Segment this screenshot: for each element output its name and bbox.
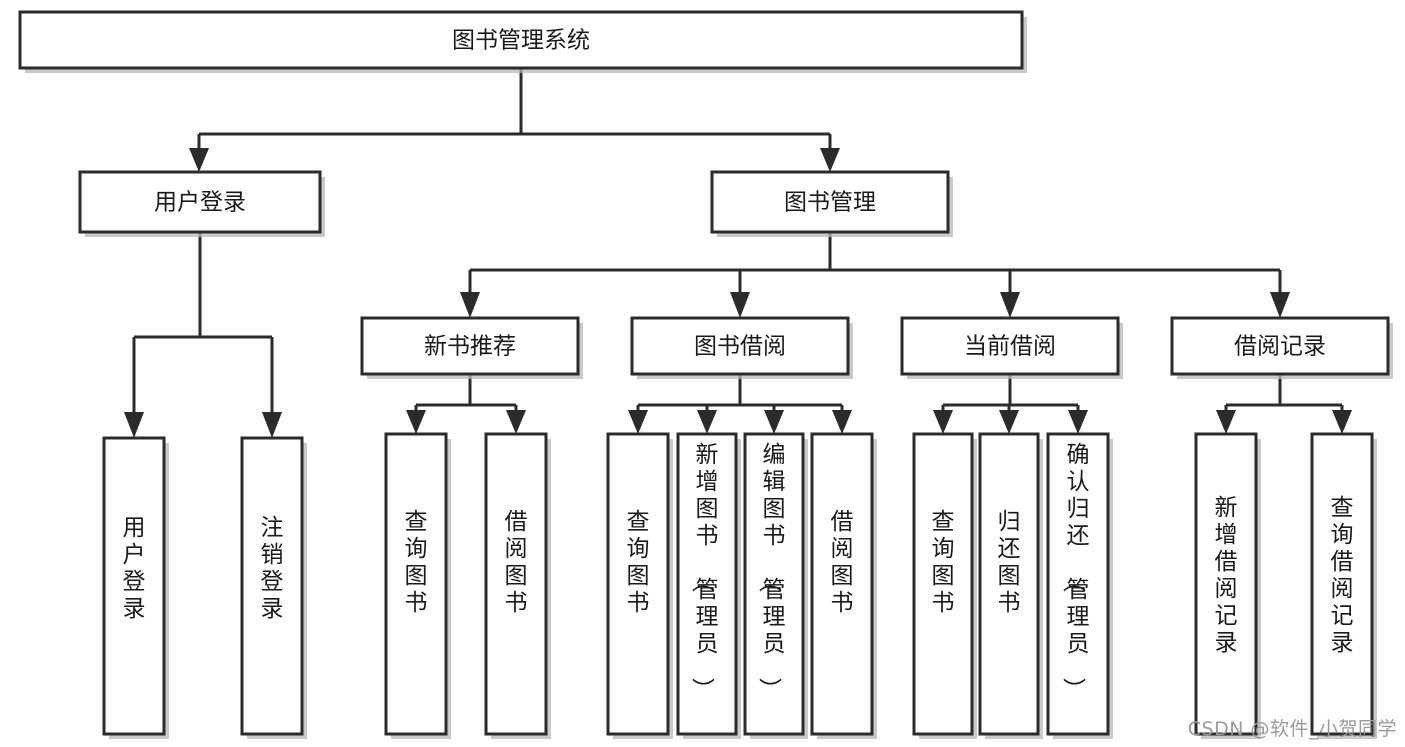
- leaf-node-add-book-admin[interactable]: 新增图书（管理员）: [676, 432, 741, 739]
- arrow-to-new-book-rec: [460, 292, 480, 318]
- leaf-node-borrow-book[interactable]: 借阅图书: [810, 432, 877, 739]
- leaf-query-book-current-box[interactable]: [912, 432, 974, 736]
- leaf-node-add-borrow-record[interactable]: 新增借阅记录: [1194, 432, 1261, 739]
- arrow-newbook-leaf-1: [406, 410, 426, 434]
- leaf-user-login-box[interactable]: [102, 436, 166, 736]
- arrow-record-leaf-2: [1332, 410, 1352, 434]
- leaf-query-book-current-label: 查询图书: [932, 509, 955, 616]
- user-login-label: 用户登录: [154, 190, 246, 216]
- leaf-edit-book-admin-label: 编辑图书（管理员）: [757, 442, 786, 701]
- borrow-record-box[interactable]: [1170, 316, 1390, 376]
- leaf-node-query-book-borrow[interactable]: 查询图书: [606, 432, 673, 739]
- leaf-node-logout[interactable]: 注销登录: [240, 436, 307, 739]
- leaf-borrow-book-rec-box[interactable]: [484, 432, 548, 736]
- leaf-node-edit-book-admin[interactable]: 编辑图书（管理员）: [743, 432, 808, 739]
- current-borrow-box[interactable]: [900, 316, 1120, 376]
- arrow-to-borrow-record: [1270, 292, 1290, 318]
- arrow-to-current-borrow: [1000, 292, 1020, 318]
- leaf-logout-label: 注销登录: [261, 515, 284, 622]
- leaf-query-borrow-record-label: 查询借阅记录: [1331, 495, 1354, 656]
- leaf-node-return-book[interactable]: 归还图书: [978, 432, 1043, 739]
- arrow-to-leaf-user-login: [124, 412, 144, 438]
- node-book-management[interactable]: 图书管理: [710, 170, 953, 237]
- connector-layer: [124, 68, 1352, 438]
- leaf-node-query-borrow-record[interactable]: 查询借阅记录: [1310, 432, 1377, 739]
- node-root-system[interactable]: 图书管理系统: [18, 10, 1027, 73]
- new-book-recommend-label: 新书推荐: [424, 334, 516, 360]
- current-borrow-label: 当前借阅: [964, 334, 1056, 360]
- root-box[interactable]: [18, 10, 1024, 70]
- leaf-query-book-borrow-label: 查询图书: [627, 509, 650, 616]
- leaf-node-confirm-return-admin[interactable]: 确认归还（管理员）: [1046, 432, 1113, 739]
- node-current-borrow[interactable]: 当前借阅: [900, 316, 1123, 379]
- node-new-book-recommend[interactable]: 新书推荐: [360, 316, 583, 379]
- leaf-add-book-admin-box[interactable]: [676, 432, 738, 736]
- leaf-query-book-rec-label: 查询图书: [405, 509, 428, 616]
- leaf-node-query-book-current[interactable]: 查询图书: [912, 432, 977, 739]
- book-borrow-label: 图书借阅: [694, 334, 786, 360]
- leaf-query-book-borrow-box[interactable]: [606, 432, 670, 736]
- leaf-borrow-book-label: 借阅图书: [831, 509, 854, 616]
- arrow-current-leaf-1: [933, 410, 953, 434]
- leaf-borrow-book-box[interactable]: [810, 432, 874, 736]
- arrow-borrow-leaf-4: [832, 410, 852, 434]
- leaf-add-borrow-record-label: 新增借阅记录: [1215, 495, 1238, 656]
- leaf-add-borrow-record-box[interactable]: [1194, 432, 1258, 736]
- leaf-borrow-book-rec-label: 借阅图书: [505, 509, 528, 616]
- root-label: 图书管理系统: [452, 28, 590, 54]
- borrow-record-label: 借阅记录: [1234, 334, 1326, 360]
- leaf-confirm-return-admin-box[interactable]: [1046, 432, 1110, 736]
- arrow-newbook-leaf-2: [506, 410, 526, 434]
- arrow-to-leaf-logout: [262, 412, 282, 438]
- node-book-borrow[interactable]: 图书借阅: [630, 316, 853, 379]
- arrow-borrow-leaf-3: [764, 410, 784, 434]
- leaf-return-book-label: 归还图书: [998, 509, 1021, 616]
- book-borrow-box[interactable]: [630, 316, 850, 376]
- leaf-logout-box[interactable]: [240, 436, 304, 736]
- new-book-recommend-box[interactable]: [360, 316, 580, 376]
- leaf-confirm-return-admin-label: 确认归还（管理员）: [1061, 442, 1090, 701]
- arrow-to-user-login: [189, 148, 209, 172]
- node-borrow-record[interactable]: 借阅记录: [1170, 316, 1393, 379]
- arrow-borrow-leaf-1: [628, 410, 648, 434]
- arrow-current-leaf-3: [1068, 410, 1088, 434]
- user-login-box[interactable]: [78, 170, 322, 234]
- leaf-edit-book-admin-box[interactable]: [743, 432, 805, 736]
- arrow-borrow-leaf-2: [697, 410, 717, 434]
- book-management-label: 图书管理: [784, 190, 876, 216]
- arrow-record-leaf-1: [1216, 410, 1236, 434]
- book-management-box[interactable]: [710, 170, 950, 234]
- leaf-node-query-book-rec[interactable]: 查询图书: [384, 432, 451, 739]
- leaf-user-login-label: 用户登录: [123, 515, 146, 622]
- leaf-node-user-login[interactable]: 用户登录: [102, 436, 169, 739]
- arrow-to-book-borrow: [730, 292, 750, 318]
- leaf-node-borrow-book-rec[interactable]: 借阅图书: [484, 432, 551, 739]
- leaf-add-book-admin-label: 新增图书（管理员）: [690, 442, 719, 701]
- leaf-query-borrow-record-box[interactable]: [1310, 432, 1374, 736]
- leaf-query-book-rec-box[interactable]: [384, 432, 448, 736]
- arrow-to-book-mgmt: [820, 148, 840, 172]
- leaf-return-book-box[interactable]: [978, 432, 1040, 736]
- node-user-login[interactable]: 用户登录: [78, 170, 325, 237]
- arrow-current-leaf-2: [999, 410, 1019, 434]
